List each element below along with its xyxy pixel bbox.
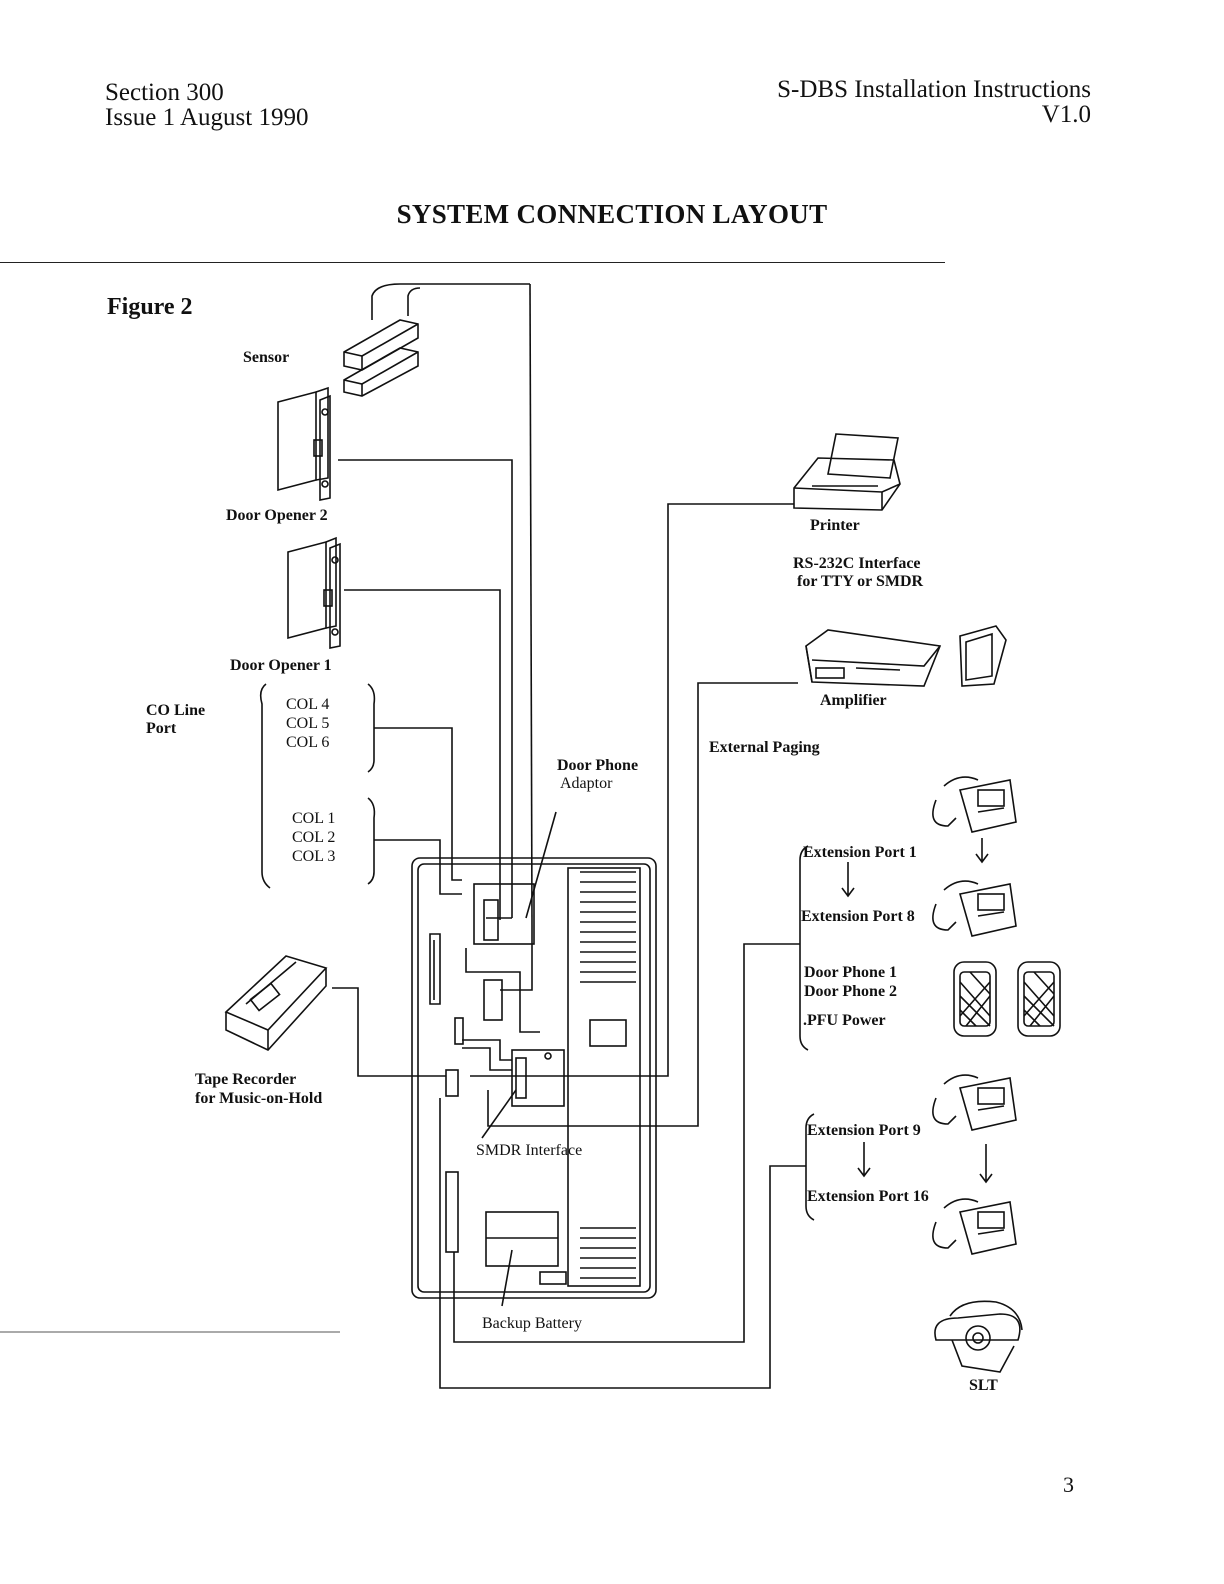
label-door-phone-1: Door Phone 1 <box>804 964 898 981</box>
label-rs232c-purpose: for TTY or SMDR <box>797 573 924 590</box>
label-col5: COL 5 <box>286 715 330 732</box>
label-door-phone-adaptor: Door Phone <box>557 757 639 774</box>
label-extension-port-1: Extension Port 1 <box>803 844 917 861</box>
label-co-line: CO Line <box>146 702 206 719</box>
label-tape-recorder: Tape Recorder <box>195 1071 297 1088</box>
telephone-icon <box>932 776 1017 833</box>
printer-icon <box>470 433 901 1077</box>
label-door-phone-2: Door Phone 2 <box>804 983 898 1000</box>
label-sensor: Sensor <box>243 349 290 366</box>
label-col2: COL 2 <box>292 829 336 846</box>
label-extension-port-9: Extension Port 9 <box>807 1122 921 1139</box>
page-title: SYSTEM CONNECTION LAYOUT <box>396 199 828 229</box>
page-number: 3 <box>1063 1472 1074 1497</box>
document-title: S-DBS Installation Instructions <box>777 76 1091 103</box>
issue-date: Issue 1 August 1990 <box>105 104 309 131</box>
label-slt: SLT <box>969 1377 998 1394</box>
document-version: V1.0 <box>1041 101 1091 128</box>
label-col1: COL 1 <box>292 810 336 827</box>
label-amplifier: Amplifier <box>820 692 887 709</box>
label-pfu-power: .PFU Power <box>803 1012 886 1029</box>
door-opener-icon <box>287 536 501 915</box>
door-phone-icon <box>1017 961 1061 1037</box>
label-printer: Printer <box>810 517 860 534</box>
amplifier-icon <box>487 629 942 1127</box>
label-music-on-hold: for Music-on-Hold <box>195 1090 323 1107</box>
label-col3: COL 3 <box>292 848 336 865</box>
label-smdr-interface: SMDR Interface <box>476 1142 583 1159</box>
label-port: Port <box>146 720 177 737</box>
label-extension-port-8: Extension Port 8 <box>801 908 915 925</box>
telephone-icon <box>932 1198 1017 1255</box>
section-number: Section 300 <box>105 79 224 106</box>
telephone-icon <box>932 880 1017 937</box>
telephone-icon <box>932 1074 1017 1131</box>
speaker-icon <box>959 625 1007 687</box>
label-col6: COL 6 <box>286 734 330 751</box>
slt-phone-icon <box>934 1300 1023 1373</box>
label-door-phone-adaptor-2: Adaptor <box>560 775 613 792</box>
label-backup-battery: Backup Battery <box>482 1315 582 1332</box>
label-col4: COL 4 <box>286 696 330 713</box>
figure-label: Figure 2 <box>107 294 193 320</box>
tape-recorder-icon <box>224 955 446 1077</box>
label-door-opener-1: Door Opener 1 <box>230 657 332 674</box>
label-extension-port-16: Extension Port 16 <box>807 1188 929 1205</box>
label-rs232c: RS-232C Interface <box>793 555 921 572</box>
label-door-opener-2: Door Opener 2 <box>226 507 328 524</box>
sensor-icon <box>343 283 530 397</box>
label-external-paging: External Paging <box>709 739 820 756</box>
title-divider <box>0 262 945 263</box>
main-cabinet-icon <box>411 857 657 1299</box>
door-phone-icon <box>953 961 997 1037</box>
door-opener-icon <box>277 386 513 918</box>
